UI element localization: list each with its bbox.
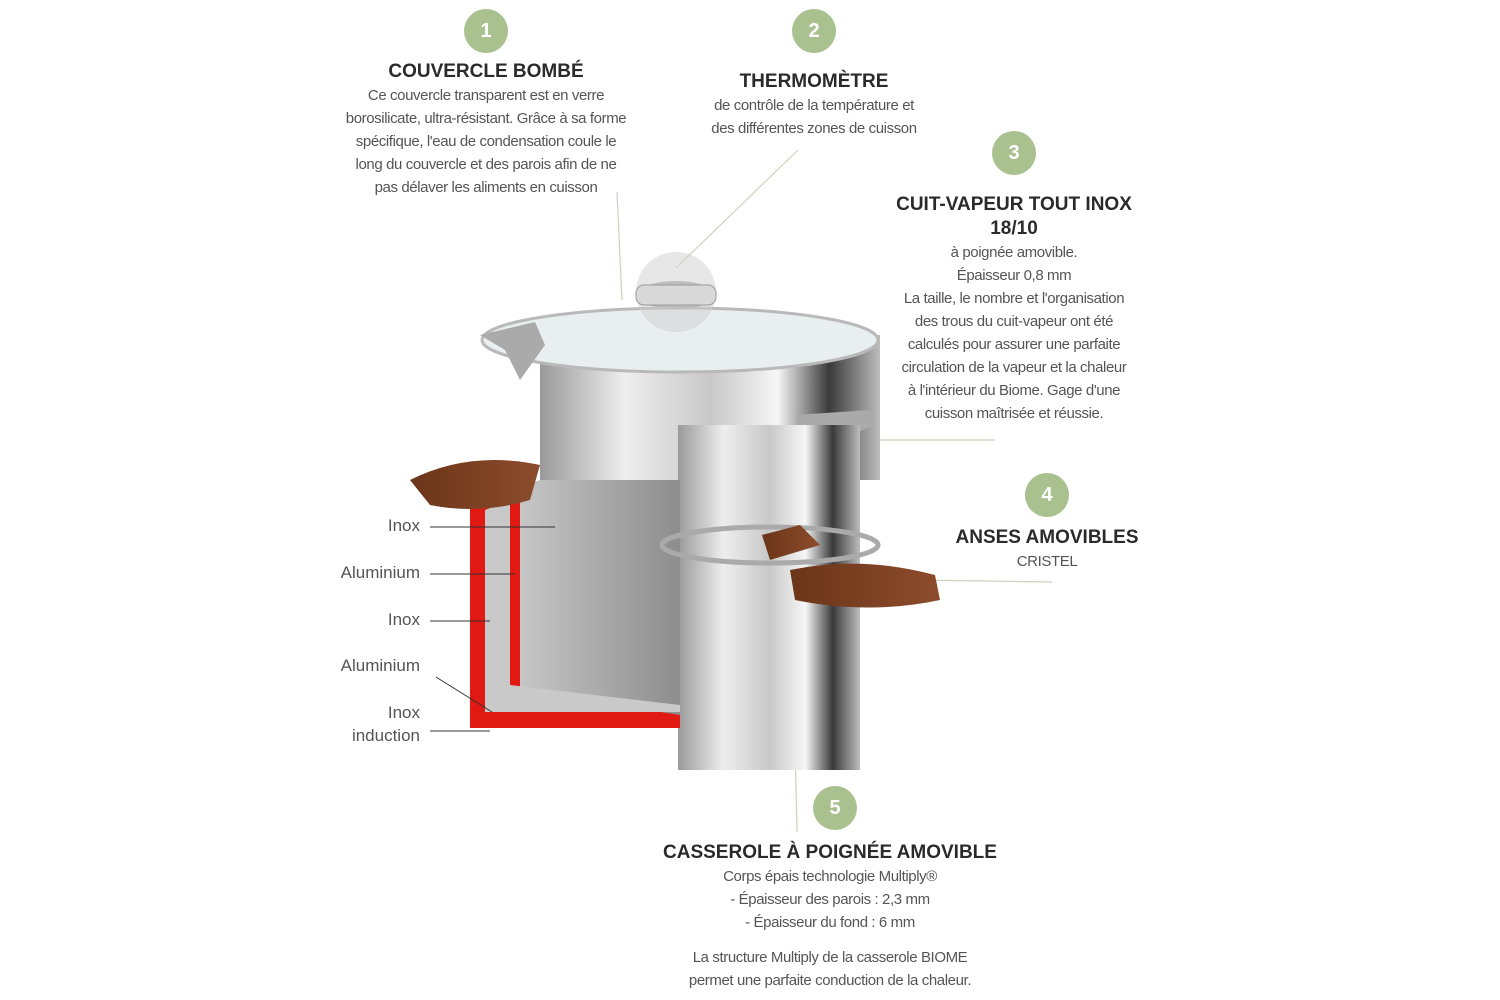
callout-lid: COUVERCLE BOMBÉ Ce couvercle transparent… [326,60,646,199]
callout-text: Épaisseur 0,8 mm [956,267,1072,284]
callout-text: des différentes zones de cuisson [711,120,917,137]
badge-1: 1 [464,9,508,53]
steamer-handle-left [480,322,545,380]
callout-text: borosilicate, ultra-résistant. Grâce à s… [345,110,627,127]
callout-text: de contrôle de la température et [714,97,914,114]
wooden-handle-left [410,460,540,509]
callout-text: - Épaisseur des parois : 2,3 mm [730,891,930,908]
callout-text: long du couvercle et des parois afin de … [355,156,617,173]
callout-steamer: CUIT-VAPEUR TOUT INOX 18/10 à poignée am… [874,193,1154,425]
layer-label: Inox [387,610,420,629]
badge-3: 3 [992,131,1036,175]
callout-text: cuisson maîtrisée et réussie. [924,405,1104,422]
callout-text: CRISTEL [1016,553,1078,570]
callout-text: Ce couvercle transparent est en verre [367,87,605,104]
saucepan-cutaway [470,480,680,715]
layer-leaders [430,526,555,732]
layer-label: Inox [387,703,420,722]
callout-thermometer: THERMOMÈTRE de contrôle de la températur… [664,70,964,140]
layer-label: Aluminium [340,656,420,675]
callout-title-2: 18/10 [990,218,1038,239]
callout-text: des trous du cuit-vapeur ont été [914,313,1114,330]
callout-text: circulation de la vapeur et la chaleur [901,359,1127,376]
callout-title: ANSES AMOVIBLES [955,527,1139,548]
layer-label: Aluminium [340,563,420,582]
badge-5: 5 [813,786,857,830]
callout-text: Corps épais technologie Multiply® [723,868,937,885]
callout-text: à poignée amovible. [950,244,1078,261]
callout-text: spécifique, l'eau de condensation coule … [355,133,617,150]
callout-text: calculés pour assurer une parfaite [907,336,1121,353]
badge-2: 2 [792,9,836,53]
callout-title: COUVERCLE BOMBÉ [388,61,584,82]
callout-saucepan: CASSEROLE À POIGNÉE AMOVIBLE Corps épais… [630,841,1030,992]
callout-text: La structure Multiply de la casserole BI… [692,949,968,966]
wooden-handle-right [790,563,940,608]
callout-handles: ANSES AMOVIBLES CRISTEL [947,526,1147,573]
callout-text: à l'intérieur du Biome. Gage d'une [907,382,1121,399]
callout-text: - Épaisseur du fond : 6 mm [745,914,915,931]
badge-4: 4 [1025,473,1069,517]
layer-label: induction [351,726,420,745]
callout-title: CASSEROLE À POIGNÉE AMOVIBLE [663,842,997,863]
callout-text: La taille, le nombre et l'organisation [903,290,1125,307]
callout-title: CUIT-VAPEUR TOUT INOX [896,194,1132,215]
layer-label: Inox [387,516,420,535]
callout-title: THERMOMÈTRE [739,71,889,92]
callout-text: pas délaver les aliments en cuisson [374,179,598,196]
callout-text: permet une parfaite conduction de la cha… [688,972,972,989]
